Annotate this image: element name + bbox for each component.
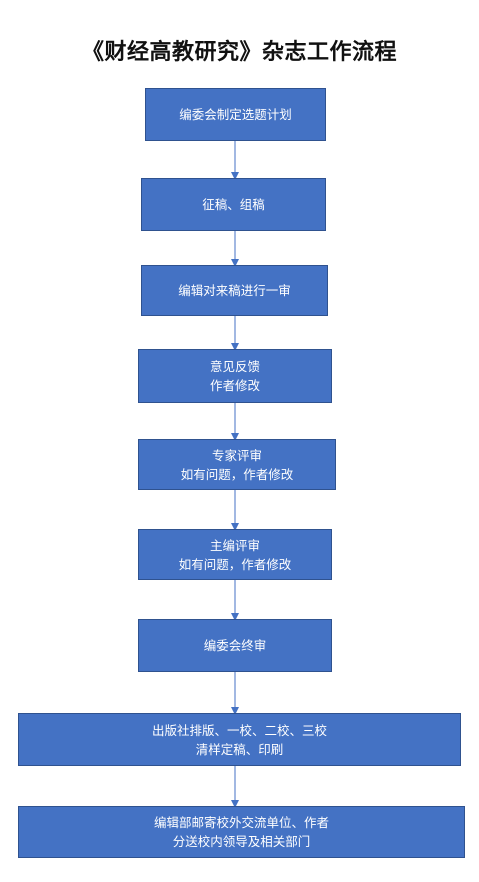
- step-editor-in-chief-review: 主编评审 如有问题，作者修改: [138, 529, 332, 580]
- diagram-title: 《财经高教研究》杂志工作流程: [81, 40, 397, 65]
- step-line: 主编评审: [209, 537, 260, 553]
- step-line: 编委会制定选题计划: [179, 107, 292, 122]
- step-line: 意见反馈: [209, 359, 260, 374]
- step-line: 编辑对来稿进行一审: [178, 283, 291, 298]
- step-feedback-revision: 意见反馈 作者修改: [138, 349, 332, 403]
- step-line: 专家评审: [211, 447, 262, 463]
- step-line: 清样定稿、印刷: [195, 741, 284, 757]
- step-first-review: 编辑对来稿进行一审: [141, 265, 328, 316]
- step-line: 如有问题，作者修改: [180, 466, 294, 482]
- step-line: 如有问题，作者修改: [178, 556, 292, 572]
- step-line: 出版社排版、一校、二校、三校: [151, 722, 327, 738]
- step-plan-topics: 编委会制定选题计划: [145, 88, 326, 141]
- step-expert-review: 专家评审 如有问题，作者修改: [138, 439, 336, 490]
- step-line: 征稿、组稿: [202, 197, 265, 212]
- step-final-review: 编委会终审: [138, 619, 332, 672]
- step-typeset-print: 出版社排版、一校、二校、三校 清样定稿、印刷: [18, 713, 461, 766]
- step-solicit-manuscripts: 征稿、组稿: [141, 178, 326, 231]
- step-line: 编辑部邮寄校外交流单位、作者: [153, 815, 329, 830]
- step-line: 作者修改: [209, 378, 260, 393]
- step-line: 编委会终审: [203, 638, 267, 653]
- step-line: 分送校内领导及相关部门: [172, 834, 311, 849]
- step-distribute: 编辑部邮寄校外交流单位、作者 分送校内领导及相关部门: [18, 806, 465, 858]
